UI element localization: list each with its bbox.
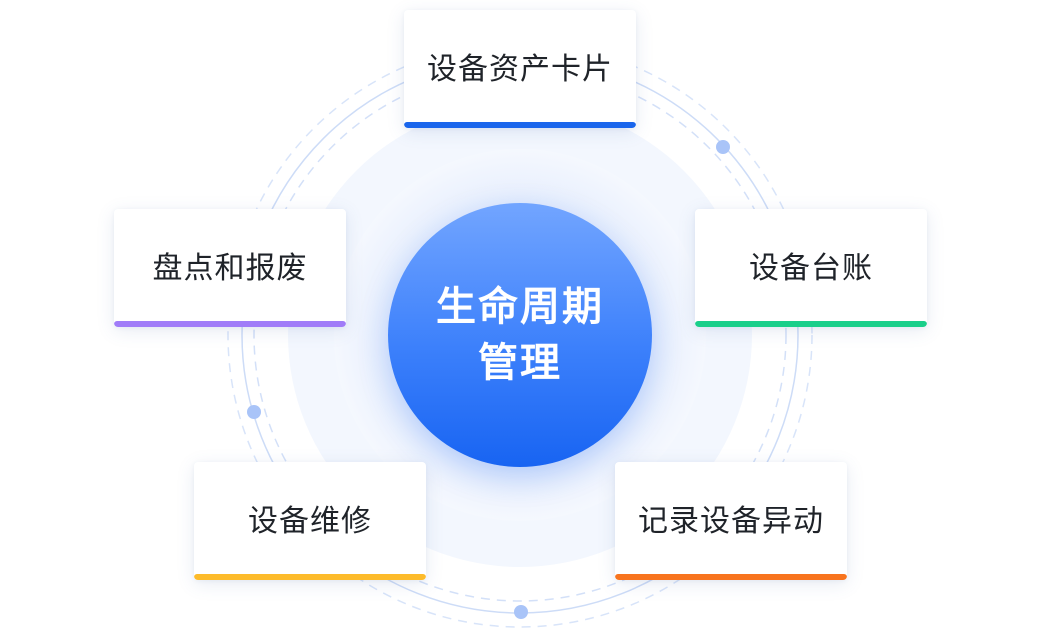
node-accent-bar — [615, 574, 847, 580]
ring-dot — [247, 405, 261, 419]
node-card-inventory-scrap[interactable]: 盘点和报废 — [114, 209, 346, 327]
center-title-line2: 管理 — [478, 340, 562, 386]
node-label: 盘点和报废 — [152, 251, 308, 286]
node-accent-bar — [114, 321, 346, 327]
node-accent-bar — [695, 321, 927, 327]
node-label: 设备台账 — [749, 251, 873, 286]
ring-dot — [514, 605, 528, 619]
dashed-ring-outer — [227, 42, 813, 628]
node-card-ledger[interactable]: 设备台账 — [695, 209, 927, 327]
node-accent-bar — [194, 574, 426, 580]
node-card-maintenance[interactable]: 设备维修 — [194, 462, 426, 580]
center-hub: 生命周期 管理 — [388, 203, 652, 467]
node-accent-bar — [404, 122, 636, 128]
center-title-line1: 生命周期 — [436, 284, 604, 330]
node-card-change-record[interactable]: 记录设备异动 — [615, 462, 847, 580]
node-label: 设备资产卡片 — [427, 52, 613, 87]
node-card-asset-card[interactable]: 设备资产卡片 — [404, 10, 636, 128]
ring-dot — [716, 140, 730, 154]
node-label: 记录设备异动 — [638, 504, 824, 539]
node-label: 设备维修 — [248, 504, 372, 539]
